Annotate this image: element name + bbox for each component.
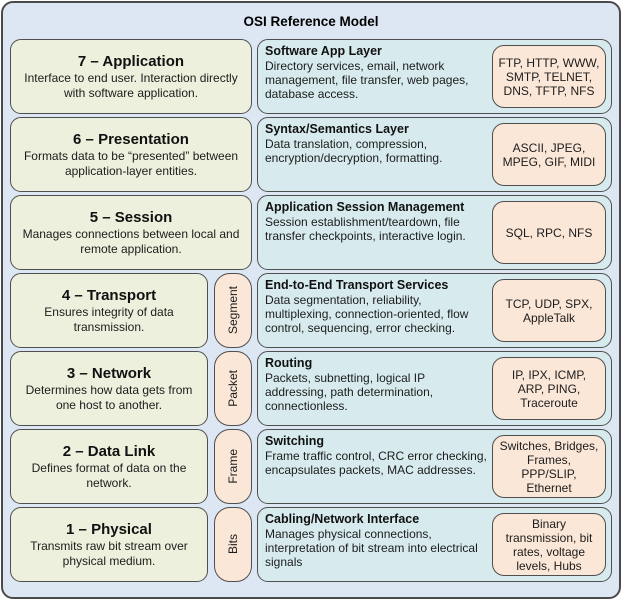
data-unit-label: Packet [226,370,240,407]
data-unit-label: Bits [226,534,240,555]
layer-description: Manages connections between local and re… [22,227,240,256]
layer-left-zone: 3 – Network Determines how data gets fro… [10,351,252,426]
protocols-box: ASCII, JPEG, MPEG, GIF, MIDI [492,123,606,186]
function-title: Application Session Management [265,200,465,214]
function-text: Routing Packets, subnetting, logical IP … [265,355,487,422]
layer-description: Ensures integrity of data transmission. [44,305,174,334]
function-title: End-to-End Transport Services [265,278,449,292]
layer-description: Defines format of data on the network. [31,461,187,490]
function-text: End-to-End Transport Services Data segme… [265,277,487,344]
layer-function-box: Cabling/Network Interface Manages physic… [257,507,612,582]
data-unit-label: Frame [226,449,240,484]
layer-title: 7 – Application [77,53,185,70]
layer-function-box: Routing Packets, subnetting, logical IP … [257,351,612,426]
osi-layer-row: 3 – Network Determines how data gets fro… [10,351,612,426]
layer-description: Formats data to be “presented” between a… [23,149,239,178]
function-title: Syntax/Semantics Layer [265,122,409,136]
layer-summary-box: 1 – Physical Transmits raw bit stream ov… [10,507,208,582]
layer-summary-box: 3 – Network Determines how data gets fro… [10,351,208,426]
layer-rows: 7 – Application Interface to end user. I… [3,39,619,588]
layer-title: 5 – Session [89,209,173,226]
function-text: Syntax/Semantics Layer Data translation,… [265,121,487,188]
protocols-label: ASCII, JPEG, MPEG, GIF, MIDI [502,140,596,169]
layer-title: 6 – Presentation [73,131,189,148]
layer-summary-box: 6 – Presentation Formats data to be “pre… [10,117,252,192]
layer-description: Determines how data gets from one host t… [25,383,193,412]
protocols-box: TCP, UDP, SPX, AppleTalk [492,279,606,342]
function-text: Cabling/Network Interface Manages physic… [265,511,487,578]
layer-summary-box: 2 – Data Link Defines format of data on … [10,429,208,504]
function-description: Directory services, email, network manag… [265,58,469,101]
layer-summary-box: 5 – Session Manages connections between … [10,195,252,270]
layer-summary-box: 4 – Transport Ensures integrity of data … [10,273,208,348]
layer-function-box: Software App Layer Directory services, e… [257,39,612,114]
protocols-label: TCP, UDP, SPX, AppleTalk [505,296,593,325]
function-title: Routing [265,356,313,370]
layer-function-box: Switching Frame traffic control, CRC err… [257,429,612,504]
data-unit-box: Frame [214,429,252,504]
protocols-label: SQL, RPC, NFS [505,225,593,240]
function-description: Session establishment/teardown, file tra… [265,214,466,243]
function-description: Manages physical connections, interpreta… [265,526,478,569]
layer-left-zone: 5 – Session Manages connections between … [10,195,252,270]
layer-left-zone: 6 – Presentation Formats data to be “pre… [10,117,252,192]
data-unit-box: Segment [214,273,252,348]
function-description: Data translation, compression, encryptio… [265,136,443,165]
function-description: Frame traffic control, CRC error checkin… [265,448,487,477]
protocols-box: Switches, Bridges, Frames, PPP/SLIP, Eth… [492,435,606,498]
osi-layer-row: 2 – Data Link Defines format of data on … [10,429,612,504]
function-description: Data segmentation, reliability, multiple… [265,292,469,335]
osi-layer-row: 1 – Physical Transmits raw bit stream ov… [10,507,612,582]
layer-description: Transmits raw bit stream over physical m… [30,539,188,568]
osi-layer-row: 6 – Presentation Formats data to be “pre… [10,117,612,192]
function-title: Software App Layer [265,44,382,58]
layer-left-zone: 7 – Application Interface to end user. I… [10,39,252,114]
layer-function-box: Syntax/Semantics Layer Data translation,… [257,117,612,192]
layer-function-box: Application Session Management Session e… [257,195,612,270]
diagram-title: OSI Reference Model [243,13,379,29]
protocols-box: FTP, HTTP, WWW, SMTP, TELNET, DNS, TFTP,… [492,45,606,108]
protocols-label: IP, IPX, ICMP, ARP, PING, Traceroute [511,367,587,410]
layer-title: 1 – Physical [66,521,152,538]
function-description: Packets, subnetting, logical IP addressi… [265,370,434,413]
function-text: Application Session Management Session e… [265,199,487,266]
layer-title: 2 – Data Link [62,443,156,460]
protocols-box: SQL, RPC, NFS [492,201,606,264]
function-title: Cabling/Network Interface [265,512,420,526]
protocols-label: FTP, HTTP, WWW, SMTP, TELNET, DNS, TFTP,… [498,55,600,98]
protocols-box: IP, IPX, ICMP, ARP, PING, Traceroute [492,357,606,420]
protocols-label: Binary transmission, bit rates, voltage … [505,516,593,573]
data-unit-box: Bits [214,507,252,582]
function-text: Software App Layer Directory services, e… [265,43,487,110]
protocols-box: Binary transmission, bit rates, voltage … [492,513,606,576]
osi-layer-row: 7 – Application Interface to end user. I… [10,39,612,114]
layer-title: 4 – Transport [61,287,157,304]
data-unit-box: Packet [214,351,252,426]
osi-layer-row: 4 – Transport Ensures integrity of data … [10,273,612,348]
layer-left-zone: 4 – Transport Ensures integrity of data … [10,273,252,348]
protocols-label: Switches, Bridges, Frames, PPP/SLIP, Eth… [499,438,599,495]
osi-layer-row: 5 – Session Manages connections between … [10,195,612,270]
function-text: Switching Frame traffic control, CRC err… [265,433,487,500]
layer-left-zone: 1 – Physical Transmits raw bit stream ov… [10,507,252,582]
layer-title: 3 – Network [66,365,152,382]
layer-function-box: End-to-End Transport Services Data segme… [257,273,612,348]
function-title: Switching [265,434,325,448]
data-unit-label: Segment [226,286,240,335]
layer-summary-box: 7 – Application Interface to end user. I… [10,39,252,114]
layer-left-zone: 2 – Data Link Defines format of data on … [10,429,252,504]
layer-description: Interface to end user. Interaction direc… [24,71,238,100]
